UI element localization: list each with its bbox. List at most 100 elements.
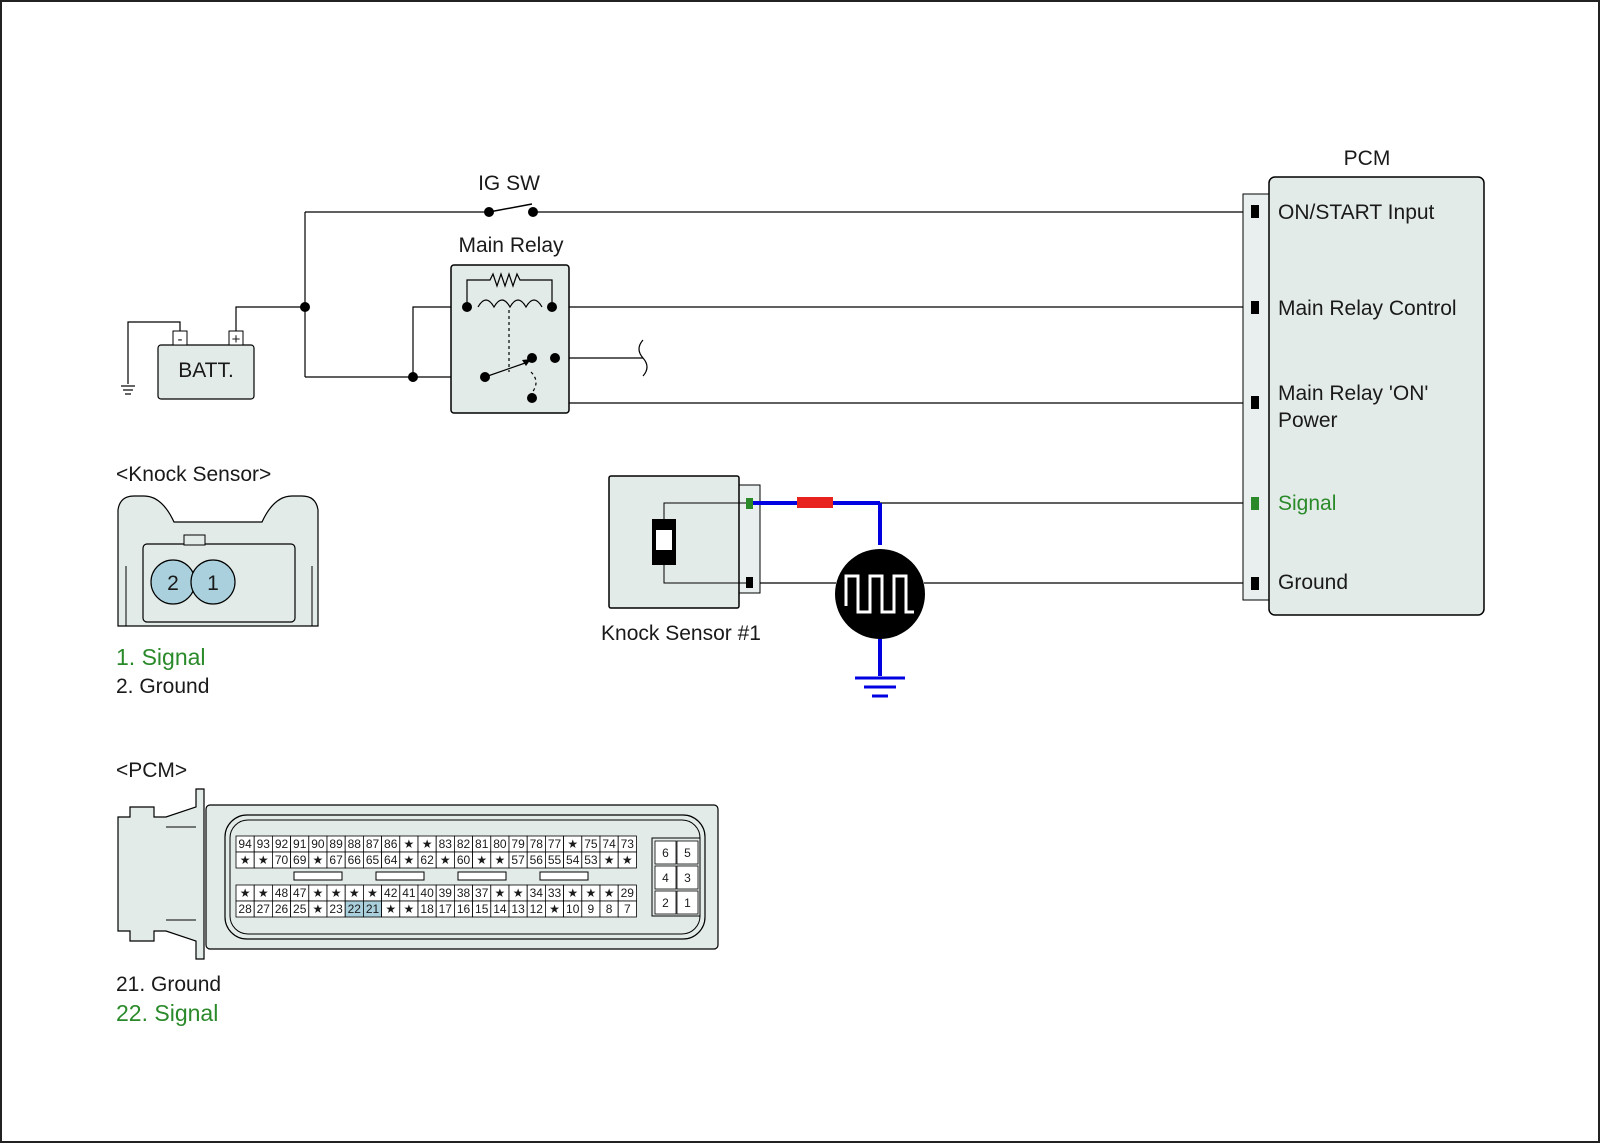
pcm-pin-label: 17 — [439, 902, 453, 916]
pcm-pin-label: 62 — [420, 853, 434, 867]
main-relay-label: Main Relay — [458, 234, 564, 257]
pcm-pin-label: 22 — [348, 902, 362, 916]
pcm-terminal-on-start-input: ON/START Input — [1278, 201, 1435, 224]
pcm-pin-label: ★ — [313, 902, 324, 916]
pcm-pin-label: 57 — [511, 853, 525, 867]
pcm-pin-label: 15 — [475, 902, 489, 916]
pcm-pin-label: 38 — [457, 886, 471, 900]
pcm-pin-label: 10 — [566, 902, 580, 916]
pcm-pin-label: 92 — [275, 837, 289, 851]
pcm-pin-label: ★ — [404, 902, 415, 916]
pcm-pin-label: 86 — [384, 837, 398, 851]
knock-legend-signal: 1. Signal — [116, 644, 206, 670]
pcm-pin-label: 28 — [238, 902, 252, 916]
pcm-pin-label: 25 — [293, 902, 307, 916]
pcm-pin-label: ★ — [240, 886, 251, 900]
ig-sw-label: IG SW — [478, 172, 540, 195]
pcm-pin-label: ★ — [604, 886, 615, 900]
pcm-pin-label: 54 — [566, 853, 580, 867]
pcm-pin-label: 91 — [293, 837, 307, 851]
pcm-pin-label: 69 — [293, 853, 307, 867]
pcm-pin-label: ★ — [385, 902, 396, 916]
pcm-pin-label: ★ — [567, 886, 578, 900]
ig-switch: IG SW — [478, 172, 540, 217]
pcm-pin-label: ★ — [440, 853, 451, 867]
pcm-pin-label: ★ — [313, 886, 324, 900]
knock-connector-title: <Knock Sensor> — [116, 463, 271, 486]
pcm-terminal-power: Power — [1278, 409, 1338, 432]
pcm-pin-label: 23 — [329, 902, 343, 916]
pcm-pin-label: ★ — [422, 837, 433, 851]
pcm-pin-label: ★ — [331, 886, 342, 900]
pcm-pin-label: 90 — [311, 837, 325, 851]
pcm-pin-cell — [617, 900, 637, 918]
pcm-pin-label: 65 — [366, 853, 380, 867]
pcm-pin-label: 9 — [588, 902, 595, 916]
pcm-pin-label: ★ — [513, 886, 524, 900]
pcm-pin-label: 79 — [511, 837, 525, 851]
pcm-pin-label: ★ — [240, 853, 251, 867]
pcm-pin-label: 78 — [530, 837, 544, 851]
pcm-pin-label: 88 — [348, 837, 362, 851]
pcm-small-pin-cell — [654, 890, 677, 915]
knock-sensor-1-label: Knock Sensor #1 — [601, 622, 761, 645]
pcm-pin-label: 26 — [275, 902, 289, 916]
probe-marker — [797, 497, 833, 508]
pcm-pin-label: 81 — [475, 837, 489, 851]
pcm-pin-label: 70 — [275, 853, 289, 867]
battery-label: BATT. — [178, 359, 234, 382]
battery: - + BATT. — [157, 330, 255, 400]
pcm-pin-label: 47 — [293, 886, 307, 900]
pcm-legend-ground: 21. Ground — [116, 973, 221, 996]
pcm-pin-label: ★ — [495, 853, 506, 867]
pcm-module: PCM ON/START Input Main Relay Control Ma… — [1242, 147, 1485, 616]
pcm-pin-label: 83 — [439, 837, 453, 851]
pcm-pin-label: 66 — [348, 853, 362, 867]
pcm-pin-label: ★ — [586, 886, 597, 900]
pcm-pin-label: 41 — [402, 886, 416, 900]
pcm-pin-label: 7 — [624, 902, 631, 916]
pcm-pin-label: 87 — [366, 837, 380, 851]
knock-connector-pin-2: 2 — [167, 572, 179, 595]
pcm-terminal-main-relay-on: Main Relay 'ON' — [1278, 382, 1428, 405]
pcm-small-pin-label: 3 — [684, 871, 691, 885]
pcm-connector-title: <PCM> — [116, 759, 187, 782]
oscilloscope-icon — [835, 549, 925, 639]
pcm-pin-label: 13 — [511, 902, 525, 916]
pcm-pin-label: ★ — [258, 886, 269, 900]
pcm-pin-label: 60 — [457, 853, 471, 867]
pcm-terminal-main-relay-control: Main Relay Control — [1278, 297, 1457, 320]
pcm-small-pin-label: 6 — [662, 846, 669, 860]
pcm-pin-label: 56 — [530, 853, 544, 867]
pcm-pin-label: 74 — [602, 837, 616, 851]
pcm-small-pin-label: 1 — [684, 896, 691, 910]
pcm-pin-label: ★ — [404, 853, 415, 867]
pcm-small-pin-cell — [676, 840, 699, 865]
ground-icon — [855, 676, 905, 698]
pcm-small-pin-cell — [676, 890, 699, 915]
pcm-pin-label: 82 — [457, 837, 471, 851]
pcm-title: PCM — [1344, 147, 1391, 170]
pcm-pin-label: ★ — [258, 853, 269, 867]
pcm-pin-label: 29 — [621, 886, 635, 900]
pcm-pin-label: 80 — [493, 837, 507, 851]
pcm-pin-label: 18 — [420, 902, 434, 916]
pcm-pin-cell — [617, 851, 637, 869]
pcm-pin-label: 21 — [366, 902, 380, 916]
junction-dot — [408, 372, 418, 382]
pcm-pin-label: ★ — [549, 902, 560, 916]
pcm-pin-label: 55 — [548, 853, 562, 867]
pcm-pin-label: ★ — [313, 853, 324, 867]
pcm-pin-label: ★ — [349, 886, 360, 900]
pcm-pin-label: 89 — [329, 837, 343, 851]
pcm-pin-label: 27 — [257, 902, 271, 916]
pcm-pin-label: 16 — [457, 902, 471, 916]
wire-continuation-icon — [638, 339, 648, 377]
pcm-pin-label: 12 — [530, 902, 544, 916]
pcm-pin-label: 14 — [493, 902, 507, 916]
pcm-pin-label: 34 — [530, 886, 544, 900]
